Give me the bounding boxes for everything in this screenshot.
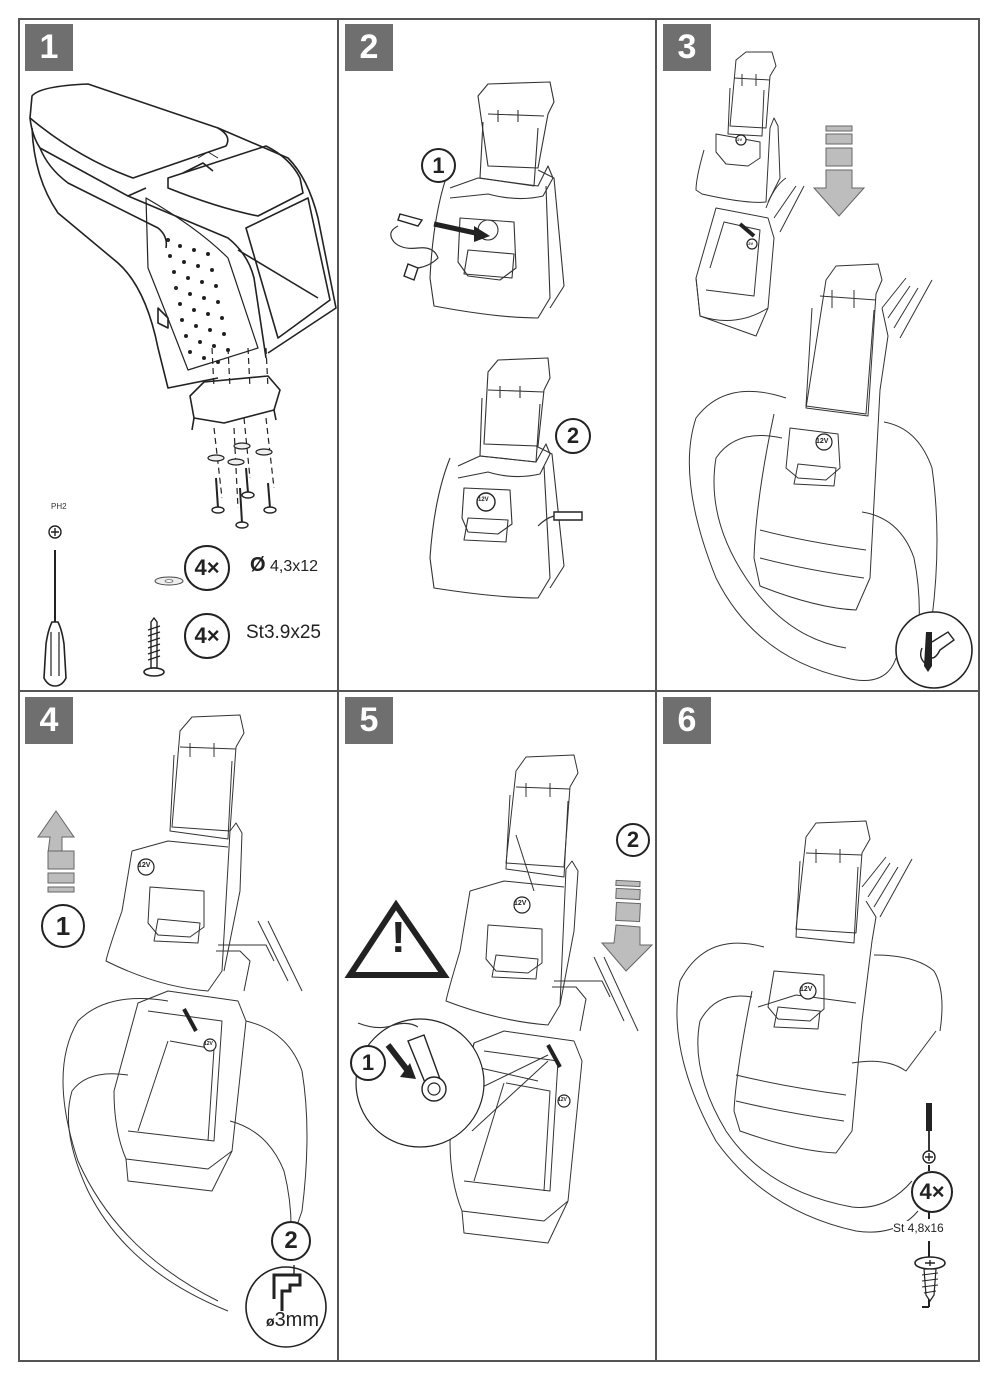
step-panel-4: 4 <box>18 691 338 1362</box>
step-number-badge: 6 <box>663 697 711 744</box>
socket-label: 12V <box>800 986 813 993</box>
phillips-screwdriver-icon <box>43 525 67 687</box>
step-panel-5: 5 <box>338 691 656 1362</box>
drill-size: 3mm <box>274 1309 320 1331</box>
step-number-badge: 5 <box>345 697 393 744</box>
pan-head-screw-icon <box>914 1256 946 1303</box>
cable-plug-icon <box>738 222 756 238</box>
warning-triangle-icon <box>344 899 450 978</box>
callout-circle-2: 2 <box>271 1221 311 1261</box>
socket-label: 12V <box>558 1097 567 1103</box>
down-arrow-icon <box>812 125 866 217</box>
callout-circle-2: 2 <box>616 823 650 857</box>
row-divider <box>18 690 980 692</box>
diameter-symbol: ø <box>266 1313 275 1329</box>
drill-depth-detail <box>245 1265 327 1348</box>
armrest-exploded-illustration <box>29 83 337 687</box>
callout-circle-1: 1 <box>350 1045 386 1081</box>
step-panel-3: 3 <box>656 18 980 691</box>
12v-socket-icon <box>476 492 496 512</box>
armrest-reinstall-illustration <box>344 754 654 1244</box>
plug-insertion-detail <box>355 1018 485 1148</box>
socket-label: 12V <box>478 497 489 503</box>
step-panel-1: 1 <box>18 18 338 691</box>
marking-pen-icon <box>895 611 973 689</box>
drill-size-label: ø3mm <box>266 1309 319 1332</box>
callout-circle-2: 2 <box>555 418 591 454</box>
step-number-badge: 3 <box>663 24 711 71</box>
washer-icon <box>154 576 184 586</box>
diameter-symbol: Ø <box>250 554 266 576</box>
cable-plug-icon <box>537 511 583 527</box>
up-arrow-icon <box>37 810 75 893</box>
step-panel-2: 2 <box>338 18 656 691</box>
callout-circle-1: 1 <box>421 148 456 183</box>
perforation-dots <box>166 238 230 364</box>
armrest-removal-illustration <box>37 714 327 1348</box>
washers <box>207 442 273 466</box>
screw-spec: St3.9x25 <box>246 622 321 643</box>
cigarette-plug-icon <box>390 213 490 281</box>
screwdriver-icon <box>922 1103 936 1308</box>
armrest-assembly-illustration <box>688 51 973 689</box>
quantity-circle: 4× <box>184 613 230 659</box>
cable-plug-icon <box>546 1044 562 1068</box>
washer-spec: Ø 4,3x12 <box>250 554 318 577</box>
step-number-badge: 4 <box>25 697 73 744</box>
mounting-screws <box>215 467 271 524</box>
socket-label: 12V <box>514 900 527 907</box>
wood-screw-icon <box>143 616 165 677</box>
armrest-socket-illustration <box>390 81 583 599</box>
socket-label: 12V <box>735 137 743 142</box>
quantity-circle: 4× <box>184 545 230 591</box>
socket-label: 12V <box>746 241 754 246</box>
tool-size-label: PH2 <box>51 502 67 511</box>
washer-size: 4,3x12 <box>270 558 319 575</box>
step-panel-6: 6 <box>656 691 980 1362</box>
quantity-circle: 4× <box>911 1171 953 1213</box>
down-arrow-icon <box>600 879 654 972</box>
cable-plug-icon <box>182 1008 198 1032</box>
armrest-fixing-illustration <box>676 820 946 1308</box>
socket-label: 12V <box>816 438 829 445</box>
socket-label: 12V <box>204 1041 213 1047</box>
step-number-badge: 2 <box>345 24 393 71</box>
fastener-spec: St 4,8x16 <box>893 1221 944 1235</box>
socket-label: 12V <box>138 862 151 869</box>
step-number-badge: 1 <box>25 24 73 71</box>
callout-circle-1: 1 <box>41 904 85 948</box>
warning-exclamation: ! <box>391 913 406 962</box>
